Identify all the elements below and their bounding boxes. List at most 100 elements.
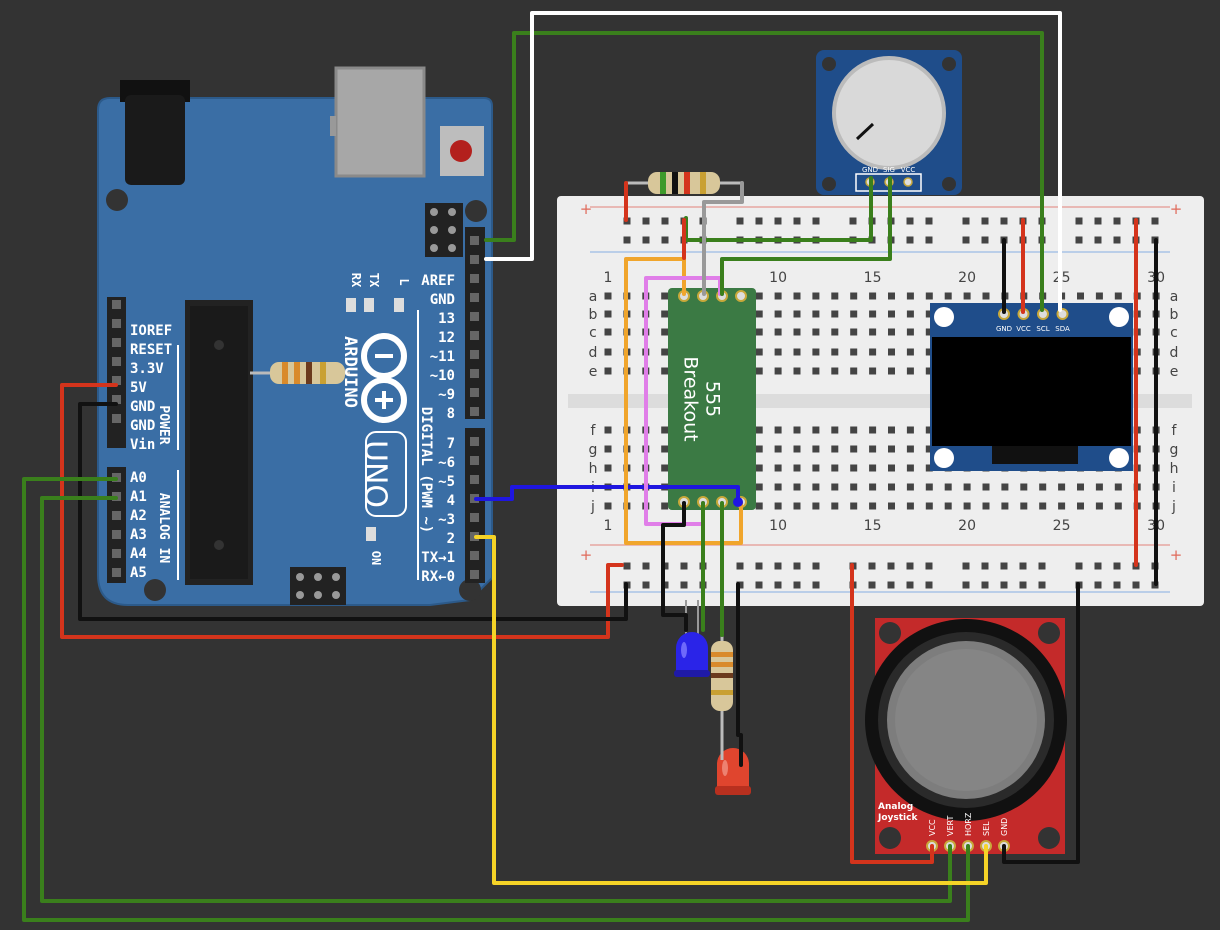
- rail-hole[interactable]: [774, 562, 782, 570]
- breadboard-hole[interactable]: [604, 328, 612, 336]
- breadboard-hole[interactable]: [661, 348, 669, 356]
- breadboard-hole[interactable]: [793, 445, 801, 453]
- breadboard-hole[interactable]: [755, 502, 763, 510]
- rail-hole[interactable]: [1094, 217, 1102, 225]
- rail-hole[interactable]: [736, 217, 744, 225]
- rail-hole[interactable]: [736, 562, 744, 570]
- breadboard-hole[interactable]: [831, 464, 839, 472]
- rail-hole[interactable]: [1113, 562, 1121, 570]
- analog-header-pin[interactable]: [112, 530, 121, 539]
- breadboard-hole[interactable]: [793, 328, 801, 336]
- breadboard-hole[interactable]: [774, 483, 782, 491]
- breadboard-hole[interactable]: [755, 310, 763, 318]
- rail-hole[interactable]: [849, 217, 857, 225]
- digital-header-pin[interactable]: [470, 475, 479, 484]
- rail-hole[interactable]: [925, 562, 933, 570]
- breadboard-hole[interactable]: [793, 310, 801, 318]
- breadboard-hole[interactable]: [812, 310, 820, 318]
- breadboard-hole[interactable]: [1114, 502, 1122, 510]
- breadboard-hole[interactable]: [925, 464, 933, 472]
- digital-header-pin[interactable]: [470, 513, 479, 522]
- breadboard-hole[interactable]: [1114, 292, 1122, 300]
- breadboard-hole[interactable]: [850, 445, 858, 453]
- rail-hole[interactable]: [981, 562, 989, 570]
- rail-hole[interactable]: [925, 581, 933, 589]
- wire-pin4[interactable]: [474, 485, 740, 502]
- breadboard-hole[interactable]: [1001, 483, 1009, 491]
- rail-hole[interactable]: [906, 236, 914, 244]
- breadboard-hole[interactable]: [812, 426, 820, 434]
- breadboard-hole[interactable]: [661, 292, 669, 300]
- breadboard-hole[interactable]: [661, 328, 669, 336]
- digital-header-pin[interactable]: [470, 369, 479, 378]
- breadboard-hole[interactable]: [661, 464, 669, 472]
- breadboard-hole[interactable]: [944, 292, 952, 300]
- potentiometer-knob[interactable]: [832, 56, 946, 170]
- rail-hole[interactable]: [1075, 236, 1083, 244]
- rail-hole[interactable]: [623, 236, 631, 244]
- rail-hole[interactable]: [925, 217, 933, 225]
- breadboard-hole[interactable]: [963, 292, 971, 300]
- rail-hole[interactable]: [1000, 217, 1008, 225]
- rail-hole[interactable]: [1075, 217, 1083, 225]
- breadboard-hole[interactable]: [925, 292, 933, 300]
- breadboard-hole[interactable]: [755, 483, 763, 491]
- breadboard-hole[interactable]: [812, 328, 820, 336]
- breadboard-hole[interactable]: [906, 502, 914, 510]
- power-header-pin[interactable]: [112, 338, 121, 347]
- breadboard-hole[interactable]: [850, 426, 858, 434]
- breadboard-hole[interactable]: [888, 483, 895, 491]
- breadboard-hole[interactable]: [850, 464, 858, 472]
- breadboard-hole[interactable]: [982, 502, 990, 510]
- power-header-pin[interactable]: [112, 414, 121, 423]
- breadboard-hole[interactable]: [944, 502, 952, 510]
- breadboard-hole[interactable]: [925, 367, 933, 375]
- rail-hole[interactable]: [793, 217, 801, 225]
- rail-hole[interactable]: [661, 236, 669, 244]
- breadboard-hole[interactable]: [1095, 483, 1103, 491]
- breadboard-hole[interactable]: [888, 464, 895, 472]
- digital-header-pin[interactable]: [470, 274, 479, 283]
- rail-hole[interactable]: [962, 581, 970, 589]
- breadboard-hole[interactable]: [661, 445, 669, 453]
- breadboard-hole[interactable]: [888, 426, 895, 434]
- breadboard-hole[interactable]: [774, 445, 782, 453]
- breadboard-hole[interactable]: [888, 502, 895, 510]
- breadboard-hole[interactable]: [661, 502, 669, 510]
- breadboard-hole[interactable]: [1001, 502, 1009, 510]
- breadboard-hole[interactable]: [869, 502, 877, 510]
- breadboard-hole[interactable]: [1058, 502, 1066, 510]
- rail-hole[interactable]: [868, 581, 876, 589]
- breadboard-hole[interactable]: [1039, 483, 1047, 491]
- breadboard-hole[interactable]: [755, 348, 763, 356]
- breadboard-hole[interactable]: [831, 426, 839, 434]
- breadboard-hole[interactable]: [831, 292, 839, 300]
- breadboard-hole[interactable]: [925, 310, 933, 318]
- breadboard-hole[interactable]: [831, 310, 839, 318]
- wire-joy-gnd[interactable]: [1002, 582, 1080, 864]
- wire-joy-vcc[interactable]: [850, 563, 934, 864]
- breadboard-hole[interactable]: [774, 426, 782, 434]
- breadboard-hole[interactable]: [869, 310, 877, 318]
- wire-a0[interactable]: [22, 477, 970, 922]
- rail-hole[interactable]: [906, 562, 914, 570]
- breadboard-hole[interactable]: [1020, 483, 1028, 491]
- breadboard-hole[interactable]: [963, 502, 971, 510]
- rail-hole[interactable]: [962, 562, 970, 570]
- breadboard-hole[interactable]: [755, 464, 763, 472]
- breadboard-hole[interactable]: [906, 483, 914, 491]
- digital-header-pin[interactable]: [470, 350, 479, 359]
- breadboard-hole[interactable]: [906, 464, 914, 472]
- breadboard-hole[interactable]: [869, 328, 877, 336]
- wire-oled-scl[interactable]: [484, 31, 1044, 312]
- breadboard-hole[interactable]: [793, 292, 801, 300]
- rail-hole[interactable]: [774, 581, 782, 589]
- breadboard-hole[interactable]: [869, 483, 877, 491]
- breadboard-hole[interactable]: [774, 502, 782, 510]
- breadboard-hole[interactable]: [774, 310, 782, 318]
- arduino-uno-board[interactable]: RX TX L ON ARDUINO UNO DIGITAL (PWM ~) P…: [97, 66, 493, 606]
- breadboard-hole[interactable]: [925, 483, 933, 491]
- breadboard-hole[interactable]: [793, 348, 801, 356]
- breadboard-hole[interactable]: [604, 367, 612, 375]
- breadboard-hole[interactable]: [925, 445, 933, 453]
